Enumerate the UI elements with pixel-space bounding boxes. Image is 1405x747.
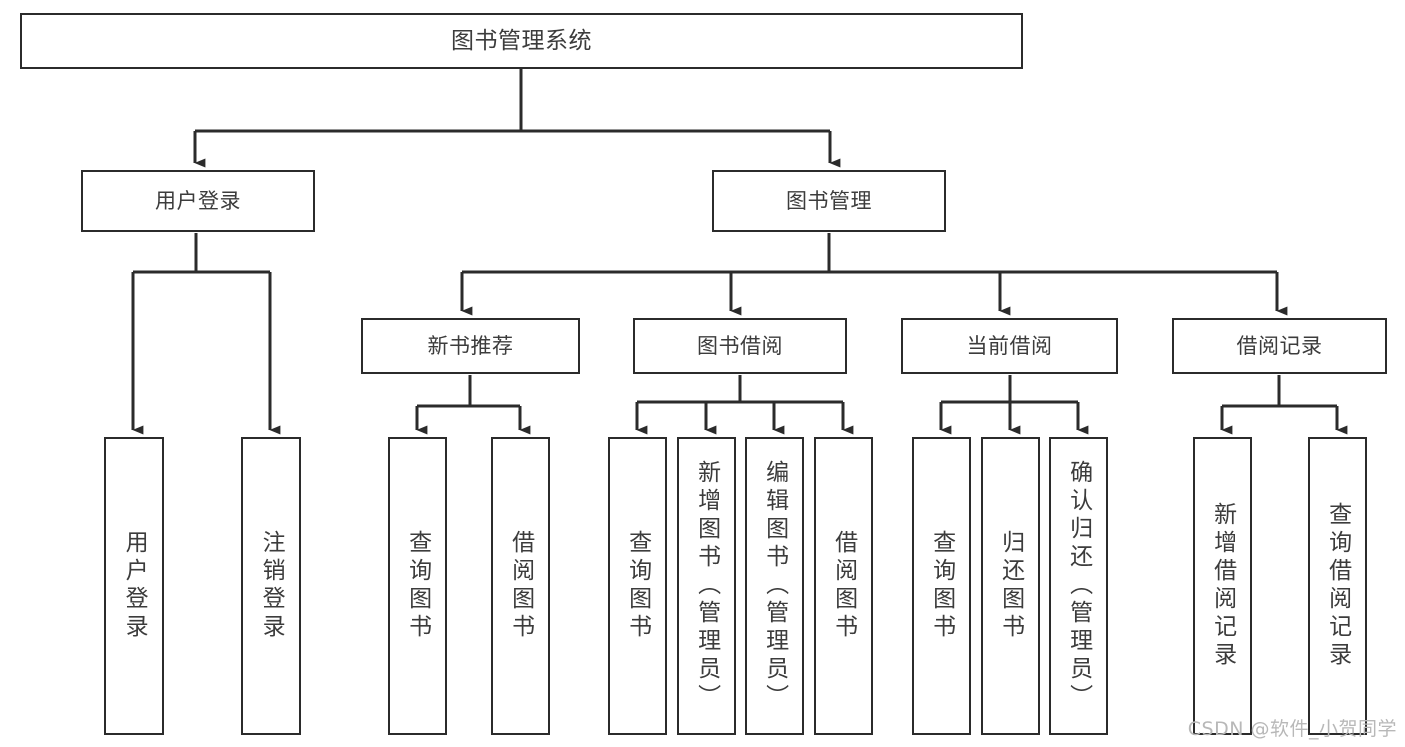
node-user-login[interactable]: 用户登录 <box>81 170 315 232</box>
node-leaf-query-book-1-label: 查询图书 <box>404 530 431 642</box>
node-leaf-add-book-label: 新增图书（管理员） <box>693 460 720 712</box>
node-leaf-user-logout-label: 注销登录 <box>258 530 285 642</box>
node-leaf-confirm-return-label: 确认归还（管理员） <box>1065 460 1092 712</box>
node-current-borrow-label: 当前借阅 <box>966 333 1053 358</box>
node-leaf-add-record-label: 新增借阅记录 <box>1209 502 1236 670</box>
node-leaf-edit-book[interactable]: 编辑图书（管理员） <box>745 437 804 735</box>
node-leaf-user-logout[interactable]: 注销登录 <box>241 437 301 735</box>
node-leaf-query-book-2-label: 查询图书 <box>624 530 651 642</box>
node-new-book-rec-label: 新书推荐 <box>427 333 514 358</box>
node-leaf-borrow-book-2-label: 借阅图书 <box>830 530 857 642</box>
node-new-book-rec[interactable]: 新书推荐 <box>361 318 580 374</box>
node-leaf-borrow-book-1[interactable]: 借阅图书 <box>491 437 550 735</box>
node-book-borrow-label: 图书借阅 <box>697 333 783 358</box>
node-leaf-return-book-label: 归还图书 <box>997 530 1024 642</box>
node-book-borrow[interactable]: 图书借阅 <box>633 318 847 374</box>
node-leaf-query-record[interactable]: 查询借阅记录 <box>1308 437 1367 735</box>
node-leaf-user-login[interactable]: 用户登录 <box>104 437 164 735</box>
node-leaf-query-book-3[interactable]: 查询图书 <box>912 437 971 735</box>
node-book-manage-label: 图书管理 <box>786 188 872 213</box>
node-book-manage[interactable]: 图书管理 <box>712 170 946 232</box>
node-leaf-add-record[interactable]: 新增借阅记录 <box>1193 437 1252 735</box>
node-leaf-edit-book-label: 编辑图书（管理员） <box>761 460 788 712</box>
node-leaf-query-book-1[interactable]: 查询图书 <box>388 437 447 735</box>
node-user-login-label: 用户登录 <box>155 188 241 213</box>
csdn-watermark: CSDN @软件_小贺同学 <box>1187 718 1397 740</box>
node-current-borrow[interactable]: 当前借阅 <box>901 318 1118 374</box>
node-leaf-return-book[interactable]: 归还图书 <box>981 437 1040 735</box>
node-leaf-borrow-book-2[interactable]: 借阅图书 <box>814 437 873 735</box>
node-leaf-confirm-return[interactable]: 确认归还（管理员） <box>1049 437 1108 735</box>
node-leaf-borrow-book-1-label: 借阅图书 <box>507 530 534 642</box>
node-leaf-query-record-label: 查询借阅记录 <box>1324 502 1351 670</box>
node-root-label: 图书管理系统 <box>451 27 592 54</box>
node-leaf-query-book-2[interactable]: 查询图书 <box>608 437 667 735</box>
node-borrow-record-label: 借阅记录 <box>1236 333 1323 358</box>
node-leaf-add-book[interactable]: 新增图书（管理员） <box>677 437 736 735</box>
node-root[interactable]: 图书管理系统 <box>20 13 1023 69</box>
node-borrow-record[interactable]: 借阅记录 <box>1172 318 1387 374</box>
node-leaf-user-login-label: 用户登录 <box>121 530 148 642</box>
node-leaf-query-book-3-label: 查询图书 <box>928 530 955 642</box>
